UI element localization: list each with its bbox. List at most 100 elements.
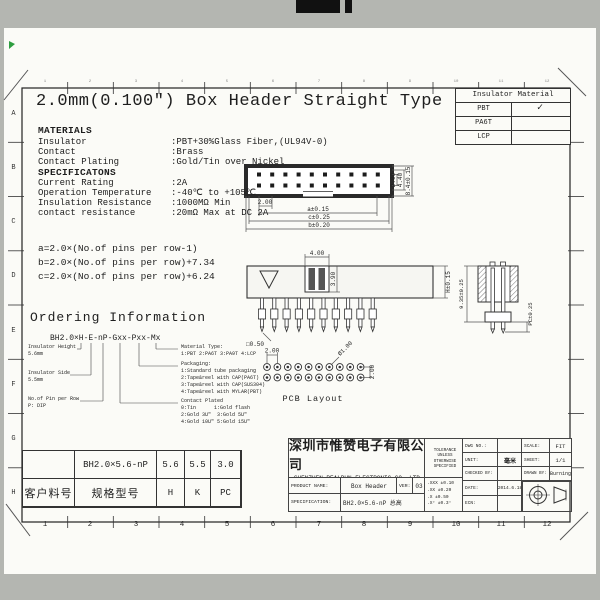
specification-label: SPECIFICATION:	[288, 493, 344, 512]
customer-part-table: BH2.0×5.6-nP 5.6 5.5 3.0 客户料号 规格型号 H K P…	[22, 450, 242, 508]
zone-number-top: 9	[408, 80, 412, 84]
page-title: 2.0mm(0.100″) Box Header Straight Type	[36, 92, 443, 111]
checkmark	[512, 117, 568, 130]
table-row: LCP	[456, 131, 570, 144]
spec-row: Operation Temperature:-40℃ to +105℃	[38, 188, 257, 198]
spec-row: Insulation Resistance:1000MΩ Min	[38, 198, 231, 208]
material-name: PA6T	[456, 117, 512, 130]
spec-row: Insulator:PBT+30%Glass Fiber,(UL94V-0)	[38, 137, 328, 147]
zone-number: 10	[451, 521, 461, 529]
projection-symbol	[526, 484, 567, 506]
zone-number-top: 5	[225, 80, 229, 84]
spec-row: Contact:Brass	[38, 147, 204, 157]
zone-letter: A	[11, 110, 16, 118]
sheet-corner-cuts	[3, 67, 589, 541]
company-cell: 深圳市惟赞电子有限公司 SHENZHEN REALRUN ELECTRONIC …	[288, 438, 426, 479]
tolerance-row: .XX ±0.20	[427, 487, 452, 493]
zone-letter: H	[11, 489, 16, 497]
spec-model-label: 规格型号	[75, 479, 157, 507]
tolerance-row: .XXX ±0.10	[427, 480, 455, 486]
dim-pin-square: □0.50	[246, 341, 264, 348]
packaging-option: 3:Tape&reel with CAP(SUS304)	[181, 382, 266, 388]
zone-number: 5	[224, 521, 230, 529]
material-name: PBT	[456, 103, 512, 116]
ordering-left-label: Insulator Height	[28, 344, 77, 350]
zone-number: 12	[542, 521, 552, 529]
zone-number-top: 10	[453, 80, 459, 84]
packaging-title: Packaging:	[181, 361, 212, 367]
tolerance-row: .X ±0.50	[427, 494, 449, 500]
packaging-option: 2:Tape&reel with CAP(PA6T)	[181, 375, 260, 381]
formula-a: a=2.0×(No.of pins per row-1)	[38, 243, 198, 254]
front-view: 4.00 3.90 H±0.15 □0.50	[246, 250, 452, 348]
zone-letter: C	[11, 218, 16, 226]
zone-number-top: 2	[88, 80, 92, 84]
checkmark	[512, 131, 568, 144]
formula-c: c=2.0×(No.of pins per row)+6.24	[38, 271, 215, 282]
pc-label: PC	[211, 479, 241, 507]
packaging-option: 4:Tape&reel with MYLAR(PBT)	[181, 389, 263, 395]
specifications-heading: SPECIFICATONS	[38, 167, 117, 178]
zone-number-top: 11	[498, 80, 504, 84]
spec-number: BH2.0×5.6-nP	[75, 451, 157, 479]
contact-plated-title: Contact Plated	[181, 398, 224, 404]
specification-value: BH2.0×5.6-nP 总高	[340, 493, 428, 512]
table-row: PBT ✓	[456, 103, 570, 117]
plating-option: 4:Gold 10U" 5:Gold 15U"	[181, 419, 251, 425]
side-view: 9.35±0.25 PC±0.25	[458, 261, 534, 335]
ordering-code: BH2.0×H-E-nP-Gxx-Pxx-Mx	[50, 334, 161, 343]
zone-number: 11	[496, 521, 506, 529]
zone-letter: F	[11, 381, 16, 389]
pcb-caption: PCB Layout	[282, 394, 343, 404]
dim-total-height: 9.35±0.25	[458, 279, 465, 309]
company-name-cn: 深圳市惟赞电子有限公司	[289, 438, 425, 472]
ordering-left-value: P: DIP	[28, 403, 47, 409]
ordering-left-value: 5.6mm	[28, 351, 44, 357]
zone-letter: D	[11, 272, 16, 280]
ecn-label: ECN:	[462, 495, 501, 512]
zone-number-top: 6	[271, 80, 275, 84]
zone-number: 8	[361, 521, 367, 529]
k-label: K	[185, 479, 211, 507]
dim-inner: 4.40	[397, 172, 404, 187]
k-value: 5.5	[185, 451, 211, 479]
insulator-material-table: Insulator Material PBT ✓ PA6T LCP	[455, 88, 571, 145]
ordering-leader-lines	[70, 343, 178, 404]
material-type-title: Material Type:	[181, 344, 224, 350]
dim-outer: 8.4±0.15	[405, 166, 412, 195]
pcb-layout: 2.00 Ø1.00 2.00 PCB Layout	[263, 339, 376, 404]
dim-a: a±0.15	[307, 206, 329, 213]
insulator-table-header: Insulator Material	[456, 89, 570, 103]
dim-pcb-hole: Ø1.00	[336, 339, 354, 357]
projection-symbol-cell	[521, 480, 572, 512]
zone-number: 3	[133, 521, 139, 529]
zone-number-top: 3	[134, 80, 138, 84]
zone-number: 4	[179, 521, 185, 529]
zone-letter: E	[11, 327, 16, 335]
tolerance-row: .X° ±0.3°	[427, 501, 452, 507]
drawn-by-value: Burning	[549, 466, 572, 482]
drawing-frame	[8, 82, 584, 528]
zone-number-top: 4	[180, 80, 184, 84]
plating-option: 2:Gold 3U" 3:Gold 5U"	[181, 412, 248, 418]
zone-number: 1	[42, 521, 48, 529]
ecn-value	[497, 495, 523, 512]
dim-row-pitch: 2.00	[390, 172, 397, 187]
h-value: 5.6	[157, 451, 185, 479]
spec-row: contact resistance:20mΩ Max at DC 2A	[38, 208, 269, 218]
material-name: LCP	[456, 131, 512, 144]
dim-pitch: 2.00	[258, 199, 273, 206]
ordering-left-value: 5.5mm	[28, 377, 44, 383]
table-row: PA6T	[456, 117, 570, 131]
company-name-en: SHENZHEN REALRUN ELECTRONIC CO.,LTD	[294, 475, 420, 478]
zone-number-top: 1	[43, 80, 47, 84]
materials-heading: MATERIALS	[38, 125, 93, 136]
spec-row: Current Rating:2A	[38, 178, 188, 188]
dim-pcb-row: 2.00	[369, 364, 376, 379]
formula-b: b=2.0×(No.of pins per row)+7.34	[38, 257, 215, 268]
checkmark: ✓	[536, 103, 544, 114]
zone-number: 7	[316, 521, 322, 529]
ordering-left-label: No.of Pin per Row	[28, 396, 80, 402]
zone-letter: B	[11, 164, 16, 172]
